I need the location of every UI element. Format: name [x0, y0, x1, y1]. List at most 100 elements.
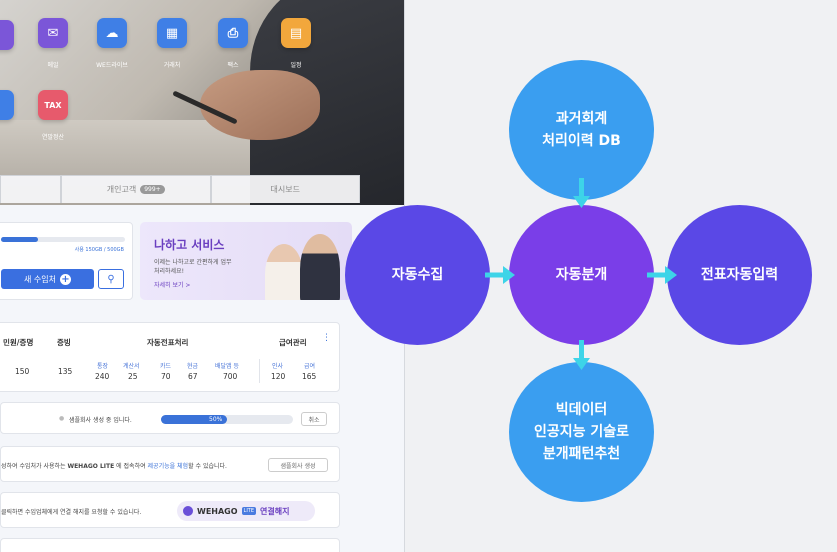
creating-progress-fill	[161, 415, 227, 424]
auto-value-card: 70	[161, 372, 171, 381]
wehago-logo-text: WEHAGO	[197, 506, 238, 516]
tab-personal-clients-label: 개인고객	[106, 185, 137, 194]
disconnect-label: 연결해지	[260, 506, 290, 516]
tax-icon-text: TAX	[44, 100, 62, 110]
cancel-button[interactable]: 취소	[301, 412, 327, 426]
sample-creating-row: ● 샘플회사 생성 중 입니다. 50% 취소	[0, 402, 340, 434]
payroll-label-salary: 급여	[304, 363, 316, 370]
arrow-down-bottom	[573, 340, 590, 370]
lite-text-e: 할 수 있습니다.	[188, 463, 227, 470]
divider	[259, 359, 260, 383]
user-search-button[interactable]: ⚲	[98, 269, 124, 289]
mail-icon[interactable]: ✉	[38, 18, 68, 48]
year-end-tax-label: 연말정산	[41, 134, 65, 141]
hand-image	[200, 70, 320, 140]
wehago-logo-icon	[183, 506, 193, 516]
auto-collect-node: 자동수집	[345, 205, 490, 345]
bigdata-line3: 분개패턴추천	[542, 446, 621, 462]
app-icon-partial[interactable]	[0, 20, 14, 50]
lite-text-d: 제공기능을 체험	[147, 463, 189, 470]
connect-text: 클릭하면 수임업체에게 연결 해지를 요청할 수 있습니다.	[1, 509, 142, 516]
info-icon: ●	[59, 415, 65, 422]
hero-photo: ✉ 메일 ☁ WE드라이브 ▦ 거래처 ⎙ 팩스 ▤ 일정 TAX 연말정산	[0, 0, 404, 205]
storage-progress	[1, 237, 125, 242]
tab-bar: 개인고객 999+ 대시보드	[0, 175, 360, 203]
app-screenshot: ✉ 메일 ☁ WE드라이브 ▦ 거래처 ⎙ 팩스 ▤ 일정 TAX 연말정산 개…	[0, 0, 405, 552]
tax-icon[interactable]: TAX	[38, 90, 68, 120]
create-sample-button[interactable]: 샘플회사 생성	[268, 458, 328, 472]
arrow-right-left	[485, 266, 515, 284]
fax-label: 팩스	[227, 62, 239, 69]
disconnect-button[interactable]: WEHAGO LITE 연결해지	[177, 501, 315, 521]
classify-label: 자동분개	[555, 267, 608, 283]
auto-value-cash: 67	[188, 372, 198, 381]
stat-header-auto-voucher: 자동전표처리	[147, 338, 189, 347]
add-client-label: 새 수임처	[24, 274, 56, 284]
tab-personal-clients[interactable]: 개인고객 999+	[61, 175, 211, 203]
calendar-icon[interactable]: ▤	[281, 18, 311, 48]
banner-title: 나하고 서비스	[154, 238, 225, 252]
auto-label-delivery: 배달앱 등	[215, 363, 239, 370]
creating-text: 샘플회사 생성 중 입니다.	[69, 417, 132, 424]
arrow-down-top	[573, 178, 590, 208]
stat-header-evidence: 증빙	[57, 338, 71, 347]
stat-civil-value: 150	[15, 367, 30, 376]
auto-label-bank: 통장	[97, 363, 109, 370]
stat-header-civil: 민원/증명	[3, 338, 34, 347]
banner-more-link[interactable]: 자세히 보기 >	[154, 282, 191, 289]
tab-first[interactable]	[0, 175, 61, 203]
payroll-value-hr: 120	[271, 372, 286, 381]
storage-usage-text: 사용 150GB / 500GB	[74, 247, 124, 253]
payroll-label-hr: 인사	[272, 363, 284, 370]
lite-info-text: 성하여 수임처가 사용하는 WEHAGO LITE 에 접속하여 제공기능을 체…	[1, 461, 227, 470]
history-line1: 과거회계	[555, 111, 608, 127]
auto-label-invoice: 계산서	[123, 363, 140, 370]
nahago-banner[interactable]: 나하고 서비스 이제는 나하고로 간편하게 업무처리하세요! 자세히 보기 >	[140, 222, 352, 300]
creating-percent-text: 50%	[209, 416, 223, 423]
app-icon-partial-2[interactable]	[0, 90, 14, 120]
auto-value-delivery: 700	[223, 372, 238, 381]
banner-person-woman	[265, 244, 303, 300]
auto-voucher-node: 전표자동입력	[667, 205, 812, 345]
banner-subtitle: 이제는 나하고로 간편하게 업무처리하세요!	[154, 259, 232, 275]
stats-card: 민원/증명 증빙 자동전표처리 급여관리 ⋮ 150 135 통장 240 계산…	[0, 322, 340, 392]
client-count-badge: 999+	[140, 185, 165, 194]
history-line2: 처리이력 DB	[542, 133, 621, 149]
auto-value-invoice: 25	[128, 372, 138, 381]
tab-dashboard-label: 대시보드	[270, 185, 300, 194]
auto-value-bank: 240	[95, 372, 110, 381]
creating-progress: 50%	[161, 415, 293, 424]
bigdata-line1: 빅데이터	[555, 402, 608, 418]
tab-dashboard[interactable]: 대시보드	[210, 175, 360, 203]
user-icon: ⚲	[107, 273, 115, 285]
mail-label: 메일	[47, 62, 59, 69]
lite-text-c: 에 접속하여	[114, 463, 148, 470]
auto-label-card: 카드	[160, 363, 172, 370]
add-client-button[interactable]: 새 수임처 +	[1, 269, 94, 289]
stat-header-payroll: 급여관리	[279, 338, 307, 347]
voucher-label: 전표자동입력	[700, 267, 779, 283]
next-row	[0, 538, 340, 552]
calendar-label: 일정	[290, 62, 302, 69]
connect-row: 클릭하면 수임업체에게 연결 해지를 요청할 수 있습니다. WEHAGO LI…	[0, 492, 340, 528]
client-label: 거래처	[163, 62, 181, 69]
lite-text-b: WEHAGO LITE	[67, 463, 115, 470]
plus-icon: +	[59, 273, 71, 285]
auto-journal-node: 자동분개	[509, 205, 654, 345]
bigdata-line2: 인공지능 기술로	[533, 424, 630, 440]
storage-progress-fill	[1, 237, 39, 242]
auto-label-cash: 현금	[187, 363, 199, 370]
cancel-label: 취소	[308, 416, 320, 424]
more-vertical-icon[interactable]: ⋮	[322, 333, 331, 343]
cloud-icon[interactable]: ☁	[97, 18, 127, 48]
banner-person-man	[300, 234, 340, 300]
fax-icon[interactable]: ⎙	[218, 18, 248, 48]
stat-evidence-value: 135	[58, 367, 73, 376]
storage-card: 사용 150GB / 500GB 새 수임처 + ⚲	[0, 222, 133, 300]
lite-info-row: 성하여 수임처가 사용하는 WEHAGO LITE 에 접속하여 제공기능을 체…	[0, 446, 340, 482]
wedrive-label: WE드라이브	[96, 62, 128, 69]
payroll-value-salary: 165	[302, 372, 317, 381]
lite-text-a: 성하여 수임처가 사용하는	[1, 463, 68, 470]
building-icon[interactable]: ▦	[157, 18, 187, 48]
lite-badge: LITE	[241, 507, 257, 515]
